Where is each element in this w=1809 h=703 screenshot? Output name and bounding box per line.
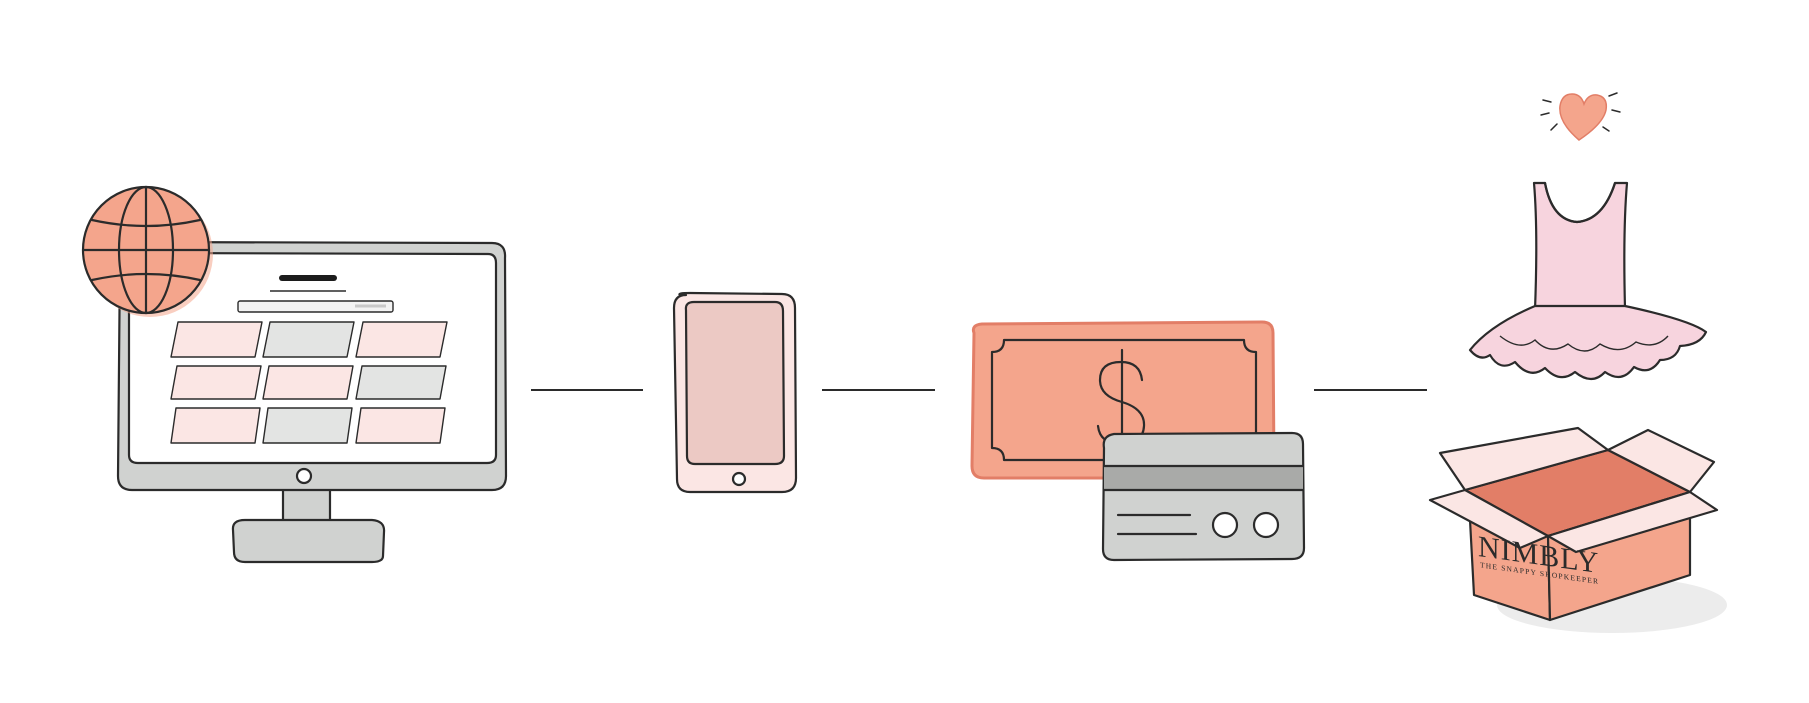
screen-product-grid <box>170 321 448 444</box>
card-magnetic-stripe <box>1104 466 1303 490</box>
globe-icon <box>81 185 213 317</box>
smartphone-icon <box>672 291 798 494</box>
card-chip-circle <box>1211 511 1239 539</box>
phone-screen <box>684 300 786 466</box>
heart-icon <box>1540 92 1621 141</box>
globe-monitor-icon <box>81 185 508 564</box>
monitor-stand-base <box>231 518 386 564</box>
grid-card <box>355 321 448 358</box>
cash-and-card-icon <box>970 320 1306 562</box>
box-flap-front-right <box>1546 490 1719 554</box>
dress-bodice <box>1532 181 1629 312</box>
grid-card <box>262 365 354 400</box>
box-flap-front-left <box>1428 488 1550 550</box>
shipping-box-icon: NIMBLY THE SNAPPY SHOPKEEPER <box>1428 426 1727 633</box>
grid-card <box>355 365 447 400</box>
card-chip-circle <box>1252 511 1280 539</box>
grid-card <box>170 407 261 444</box>
tutu-dress-icon <box>1468 181 1708 381</box>
grid-card <box>262 407 353 444</box>
dress-skirt <box>1468 304 1708 381</box>
credit-card-icon <box>1101 431 1306 562</box>
box-flap-back-right <box>1606 428 1716 494</box>
phone-home-button <box>731 471 747 487</box>
grid-card <box>262 321 355 358</box>
box-flap-back-left <box>1438 426 1610 492</box>
grid-card <box>355 407 446 444</box>
screen-search-bar <box>237 300 394 313</box>
grid-card <box>170 321 263 358</box>
grid-card <box>170 365 262 400</box>
monitor-power-button <box>295 467 313 485</box>
dress-in-box-icon: NIMBLY THE SNAPPY SHOPKEEPER <box>1428 92 1727 633</box>
